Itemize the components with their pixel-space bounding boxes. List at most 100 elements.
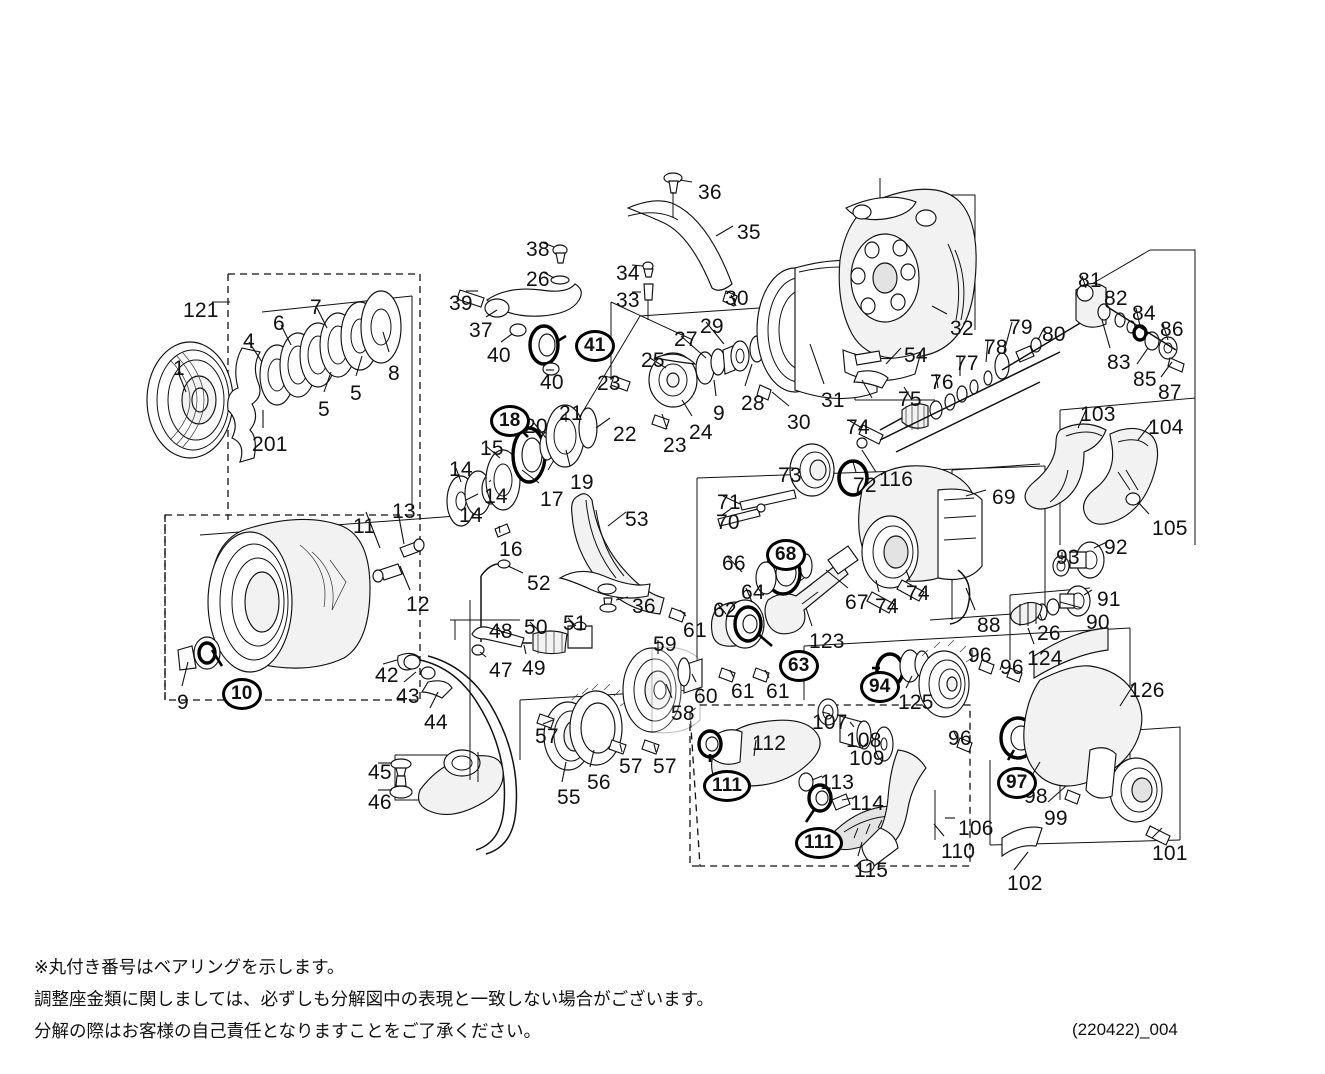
part-callout-74: 74 [846,416,870,439]
part-callout-44: 44 [424,711,448,734]
part-callout-58: 58 [671,702,695,725]
part-callout-61: 61 [683,619,707,642]
part-callout-49: 49 [522,657,546,680]
part-callout-30: 30 [787,411,811,434]
part-callout-76: 76 [930,371,954,394]
bearing-callout-63: 63 [779,650,819,682]
part-sidecover-104 [1083,427,1159,525]
part-callout-26: 26 [1037,622,1061,645]
part-callout-46: 46 [368,791,392,814]
part-callout-32: 32 [950,317,974,340]
bearing-callout-68: 68 [766,539,806,571]
part-callout-40: 40 [487,344,511,367]
part-callout-105: 105 [1152,517,1188,540]
part-callout-82: 82 [1104,287,1128,310]
part-callout-56: 56 [587,771,611,794]
part-callout-6: 6 [273,312,285,335]
group-box-121 [227,273,421,520]
part-callout-4: 4 [243,330,255,353]
part-callout-61: 61 [731,680,755,703]
part-callout-74: 74 [875,595,899,618]
part-callout-59: 59 [653,633,677,656]
part-callout-35: 35 [737,221,761,244]
part-callout-62: 62 [713,599,737,622]
part-callout-16: 16 [499,538,523,561]
part-callout-74: 74 [906,582,930,605]
part-callout-23: 23 [597,372,621,395]
part-callout-116: 116 [879,468,914,491]
part-callout-55: 55 [557,786,581,809]
part-callout-125: 125 [898,691,934,714]
part-callout-5: 5 [350,382,362,405]
part-callout-54: 54 [904,344,928,367]
part-callout-78: 78 [984,336,1008,359]
part-callout-106: 106 [958,817,994,840]
part-callout-7: 7 [310,296,322,319]
part-sidecover-103 [1024,423,1107,510]
part-callout-80: 80 [1042,323,1066,346]
part-callout-114: 114 [850,792,885,815]
note-line-2: 調整座金類に関しましては、必ずしも分解図中の表現と一致しない場合がございます。 [34,990,714,1010]
part-callout-30: 30 [725,287,749,310]
part-callout-123: 123 [809,630,845,653]
part-callout-64: 64 [741,581,765,604]
part-callout-25: 25 [641,349,665,372]
part-callout-96: 96 [968,644,992,667]
part-callout-71: 71 [717,491,741,514]
part-54-lever [853,370,889,399]
part-callout-9: 9 [713,402,725,425]
part-callout-67: 67 [845,591,869,614]
part-callout-5: 5 [318,398,330,421]
part-callout-42: 42 [375,664,399,687]
part-callout-38: 38 [526,238,550,261]
part-callout-87: 87 [1158,381,1182,404]
construction-lines [199,178,1196,846]
document-id: (220422)_004 [1072,1020,1178,1039]
part-callout-43: 43 [396,685,420,708]
part-callout-60: 60 [694,685,718,708]
part-screw-34-33 [642,261,654,320]
part-callout-22: 22 [613,423,637,446]
part-callout-57: 57 [535,725,559,748]
part-callout-51: 51 [563,612,587,635]
part-callout-20: 20 [524,415,548,438]
part-callout-99: 99 [1044,807,1068,830]
part-callout-21: 21 [559,402,583,425]
part-callout-126: 126 [1129,679,1165,702]
part-callout-107: 107 [812,711,848,734]
note-line-1: ※丸付き番号はベアリングを示します。 [34,958,345,978]
part-callout-31: 31 [821,389,845,412]
part-callout-81: 81 [1078,269,1102,292]
part-callout-113: 113 [820,771,855,794]
part-callout-48: 48 [489,620,513,643]
part-callout-102: 102 [1007,872,1043,895]
bearing-callout-94: 94 [860,671,900,703]
part-callout-70: 70 [716,511,740,534]
part-callout-24: 24 [689,421,713,444]
part-callout-8: 8 [388,362,400,385]
part-callout-93: 93 [1056,546,1080,569]
part-callout-77: 77 [955,352,979,375]
part-callout-19: 19 [570,471,594,494]
bearing-callout-10: 10 [222,678,262,710]
part-callout-57: 57 [653,755,677,778]
part-callout-40: 40 [540,371,564,394]
part-callout-37: 37 [469,319,493,342]
part-callout-88: 88 [977,614,1001,637]
part-callout-109: 109 [849,747,885,770]
part-callout-112: 112 [752,732,787,755]
part-callout-115: 115 [854,859,889,882]
part-callout-13: 13 [392,500,416,523]
part-callout-61: 61 [766,680,790,703]
part-callout-83: 83 [1107,351,1131,374]
part-callout-124: 124 [1027,647,1063,670]
part-callout-96: 96 [948,727,972,750]
part-callout-12: 12 [406,593,430,616]
part-callout-52: 52 [527,572,551,595]
part-callout-85: 85 [1133,368,1157,391]
part-bail-lever-37 [456,244,582,376]
part-callout-92: 92 [1104,536,1128,559]
part-callout-91: 91 [1097,588,1121,611]
part-callout-110: 110 [941,840,976,863]
note-line-3: 分解の際はお客様の自己責任となりますことをご了承ください。 [34,1022,541,1042]
